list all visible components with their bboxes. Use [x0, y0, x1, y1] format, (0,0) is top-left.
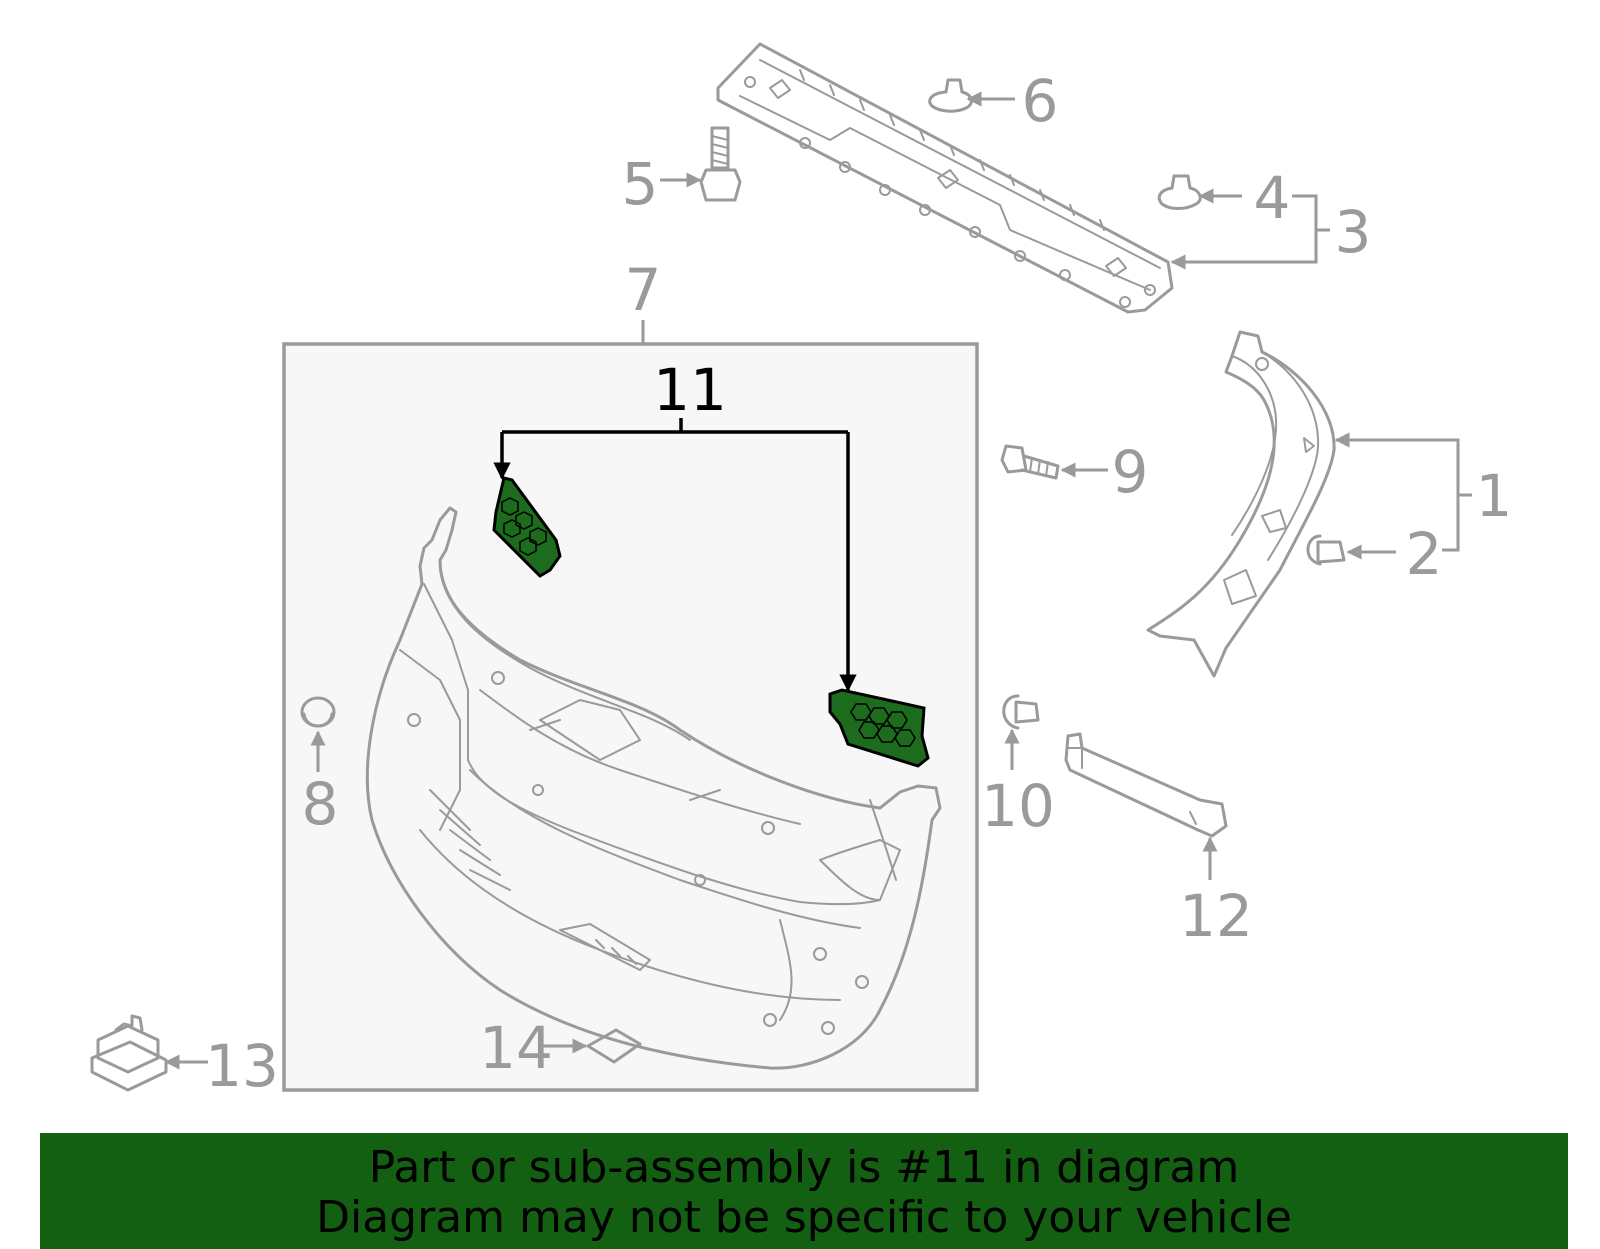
bracket-12: [1064, 732, 1228, 838]
banner-line-1: Part or sub-assembly is #11 in diagram: [368, 1142, 1240, 1193]
callout-1: 1: [1476, 462, 1513, 530]
pad-14: [586, 1028, 642, 1064]
plug-8: [300, 696, 336, 728]
clip-10: [1002, 694, 1040, 730]
callout-12: 12: [1179, 882, 1253, 950]
upper-trim-panel: [716, 42, 1174, 314]
callout-8: 8: [302, 770, 339, 838]
callout-9: 9: [1112, 438, 1149, 506]
clip-2: [1306, 534, 1346, 566]
callout-7: 7: [625, 256, 662, 324]
callout-3: 3: [1335, 198, 1372, 266]
callout-6: 6: [1022, 67, 1059, 135]
info-banner: Part or sub-assembly is #11 in diagram D…: [40, 1133, 1568, 1249]
bolt-5: [699, 126, 742, 202]
callout-5: 5: [622, 150, 659, 218]
callout-10: 10: [981, 772, 1055, 840]
highlighted-pad-11-left: [492, 476, 562, 578]
callout-4: 4: [1254, 164, 1291, 232]
callout-13: 13: [205, 1032, 279, 1100]
callout-14: 14: [479, 1014, 553, 1082]
banner-line-2: Diagram may not be specific to your vehi…: [316, 1192, 1292, 1243]
highlighted-pad-11-right: [828, 688, 930, 768]
clip-4: [1157, 174, 1202, 210]
screw-9: [1000, 444, 1060, 480]
callout-11: 11: [653, 356, 727, 424]
tailgate-trim-panel: [365, 506, 942, 1070]
clip-13: [90, 1014, 168, 1092]
clip-6: [928, 78, 973, 113]
side-pillar-trim: [1146, 330, 1336, 678]
callout-2: 2: [1406, 520, 1443, 588]
